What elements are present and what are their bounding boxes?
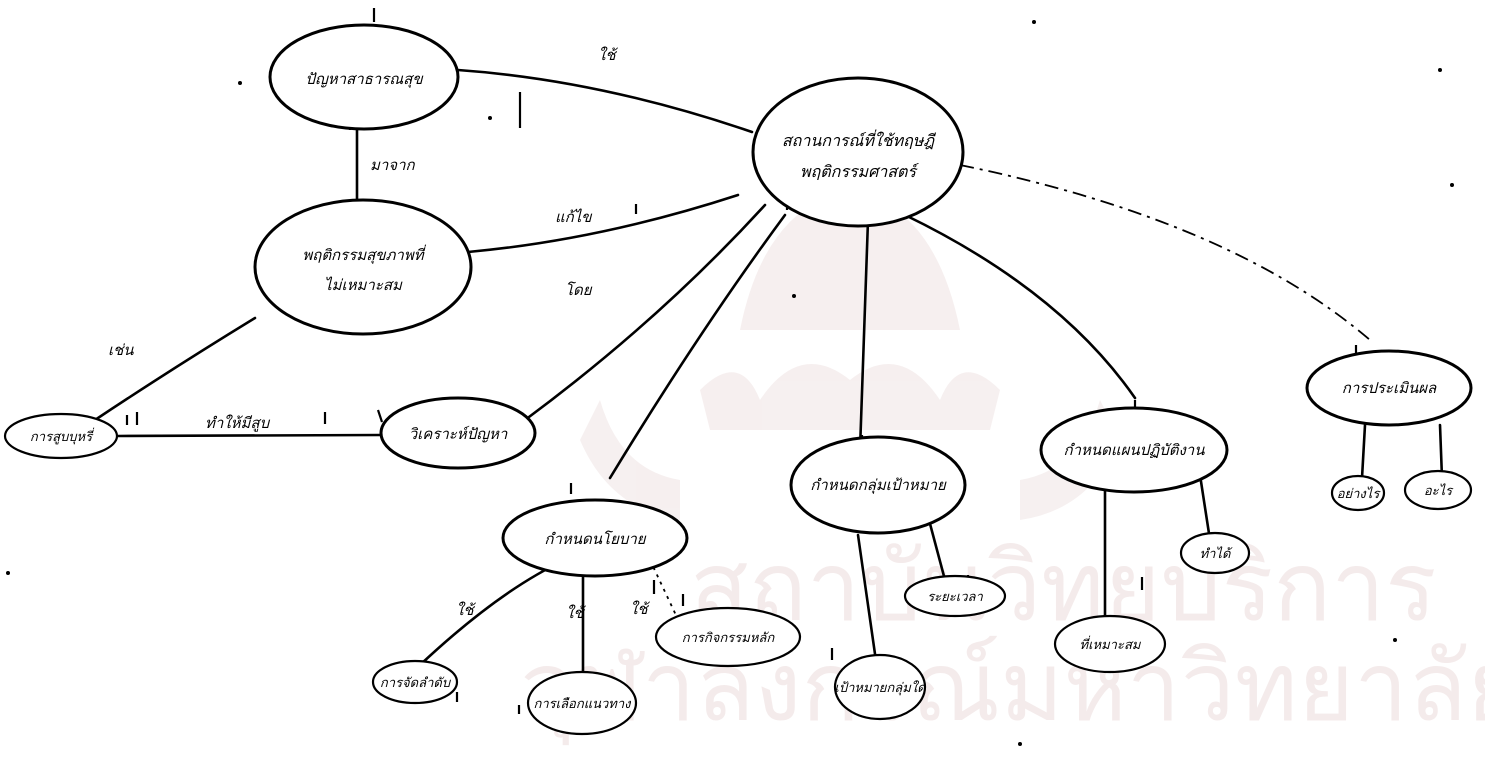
node-which-group-label: เป้าหมายกลุ่มใด (834, 680, 926, 696)
edge-smoking-analyze (116, 433, 387, 438)
edge-center-policy (608, 213, 787, 480)
node-plan-label: กำหนดแผนปฏิบัติงาน (1064, 441, 1206, 459)
node-evaluate: การประเมินผล (1305, 349, 1473, 427)
node-analyze-label: วิเคราะห์ปัญหา (409, 425, 508, 443)
link-label-behavior-center: แก้ไข (555, 208, 592, 226)
node-suitable-label: ที่เหมาะสม (1080, 635, 1142, 653)
edge-behavior-smoking (93, 316, 257, 422)
link-label-analyze-center: โดย (565, 281, 593, 299)
node-period-label: ระยะเวลา (927, 590, 983, 605)
link-label-behavior-smoking: เช่น (108, 341, 134, 359)
node-smoking-label: การสูบบุหรี่ (30, 427, 95, 445)
node-activity: การกิจกรรมหลัก (654, 606, 802, 668)
edge-center-plan (903, 213, 1137, 400)
edge-evaluate-how (1360, 423, 1367, 480)
link-label-problem-center: ใช้ (598, 46, 619, 64)
node-strategy: การเลือกแนวทาง (526, 670, 638, 736)
node-policy: กำหนดนโยบาย (501, 498, 689, 578)
node-how-label: อย่างไร (1337, 486, 1382, 502)
edge-behavior-center (466, 193, 740, 254)
node-behavior-line-1: พฤติกรรมสุขภาพที่ (302, 244, 426, 264)
node-center: สถานการณ์ที่ใช้ทฤษฎี พฤติกรรมศาสตร์ (751, 76, 965, 228)
edge-analyze-center (523, 203, 767, 422)
node-result-label: อะไร (1424, 483, 1454, 499)
node-activity-label: การกิจกรรมหลัก (682, 631, 776, 646)
node-analyze: วิเคราะห์ปัญหา (379, 396, 537, 470)
watermark-line-1: สถาบันวิทยบริการ (690, 531, 1437, 643)
link-label-problem-behavior: มาจาก (370, 156, 416, 174)
edge-problem-center (456, 68, 754, 134)
link-label-policy-strategy: ใช้ (566, 604, 587, 622)
edge-target-whichgroup (856, 533, 880, 677)
node-center-line-1: สถานการณ์ที่ใช้ทฤษฎี (782, 129, 936, 150)
specks (6, 20, 1454, 746)
node-problem: ปัญหาสาธารณสุข (268, 23, 460, 131)
node-behavior-line-2: ไม่เหมาะสม (324, 276, 403, 294)
link-labels: ใช้ มาจาก แก้ไข เช่น ทำให้มีสูบ โดย ใช้ … (108, 46, 651, 622)
edge-plan-feasible (1198, 473, 1212, 542)
node-result: อะไร (1403, 469, 1473, 511)
node-feasible: ทำได้ (1179, 531, 1251, 575)
node-problem-label: ปัญหาสาธารณสุข (305, 70, 423, 88)
node-policy-label: กำหนดนโยบาย (544, 530, 646, 548)
link-label-policy-priority: ใช้ (456, 601, 477, 619)
node-which-group: เป้าหมายกลุ่มใด (833, 653, 926, 721)
tick-mark (376, 409, 384, 423)
node-plan: กำหนดแผนปฏิบัติงาน (1039, 406, 1229, 494)
node-priority: การจัดลำดับ (371, 659, 459, 705)
node-suitable: ที่เหมาะสม (1053, 614, 1167, 674)
edge-evaluate-result (1438, 423, 1444, 480)
node-strategy-label: การเลือกแนวทาง (533, 697, 632, 712)
node-feasible-label: ทำได้ (1200, 546, 1234, 562)
node-period: ระยะเวลา (903, 574, 1007, 618)
node-behavior: พฤติกรรมสุขภาพที่ ไม่เหมาะสม (253, 198, 473, 336)
node-smoking: การสูบบุหรี่ (3, 412, 119, 460)
node-priority-label: การจัดลำดับ (380, 676, 452, 691)
edges (93, 68, 1444, 682)
node-how: อย่างไร (1330, 474, 1386, 512)
node-target: กำหนดกลุ่มเป้าหมาย (789, 435, 967, 535)
link-label-policy-activity: ใช้ (630, 600, 651, 618)
node-evaluate-label: การประเมินผล (1342, 379, 1437, 397)
node-center-line-2: พฤติกรรมศาสตร์ (800, 162, 919, 181)
edge-center-target (858, 218, 870, 452)
node-target-label: กำหนดกลุ่มเป้าหมาย (810, 476, 947, 494)
link-label-smoking-analyze: ทำให้มีสูบ (205, 414, 271, 432)
edge-center-evaluate (959, 164, 1371, 341)
